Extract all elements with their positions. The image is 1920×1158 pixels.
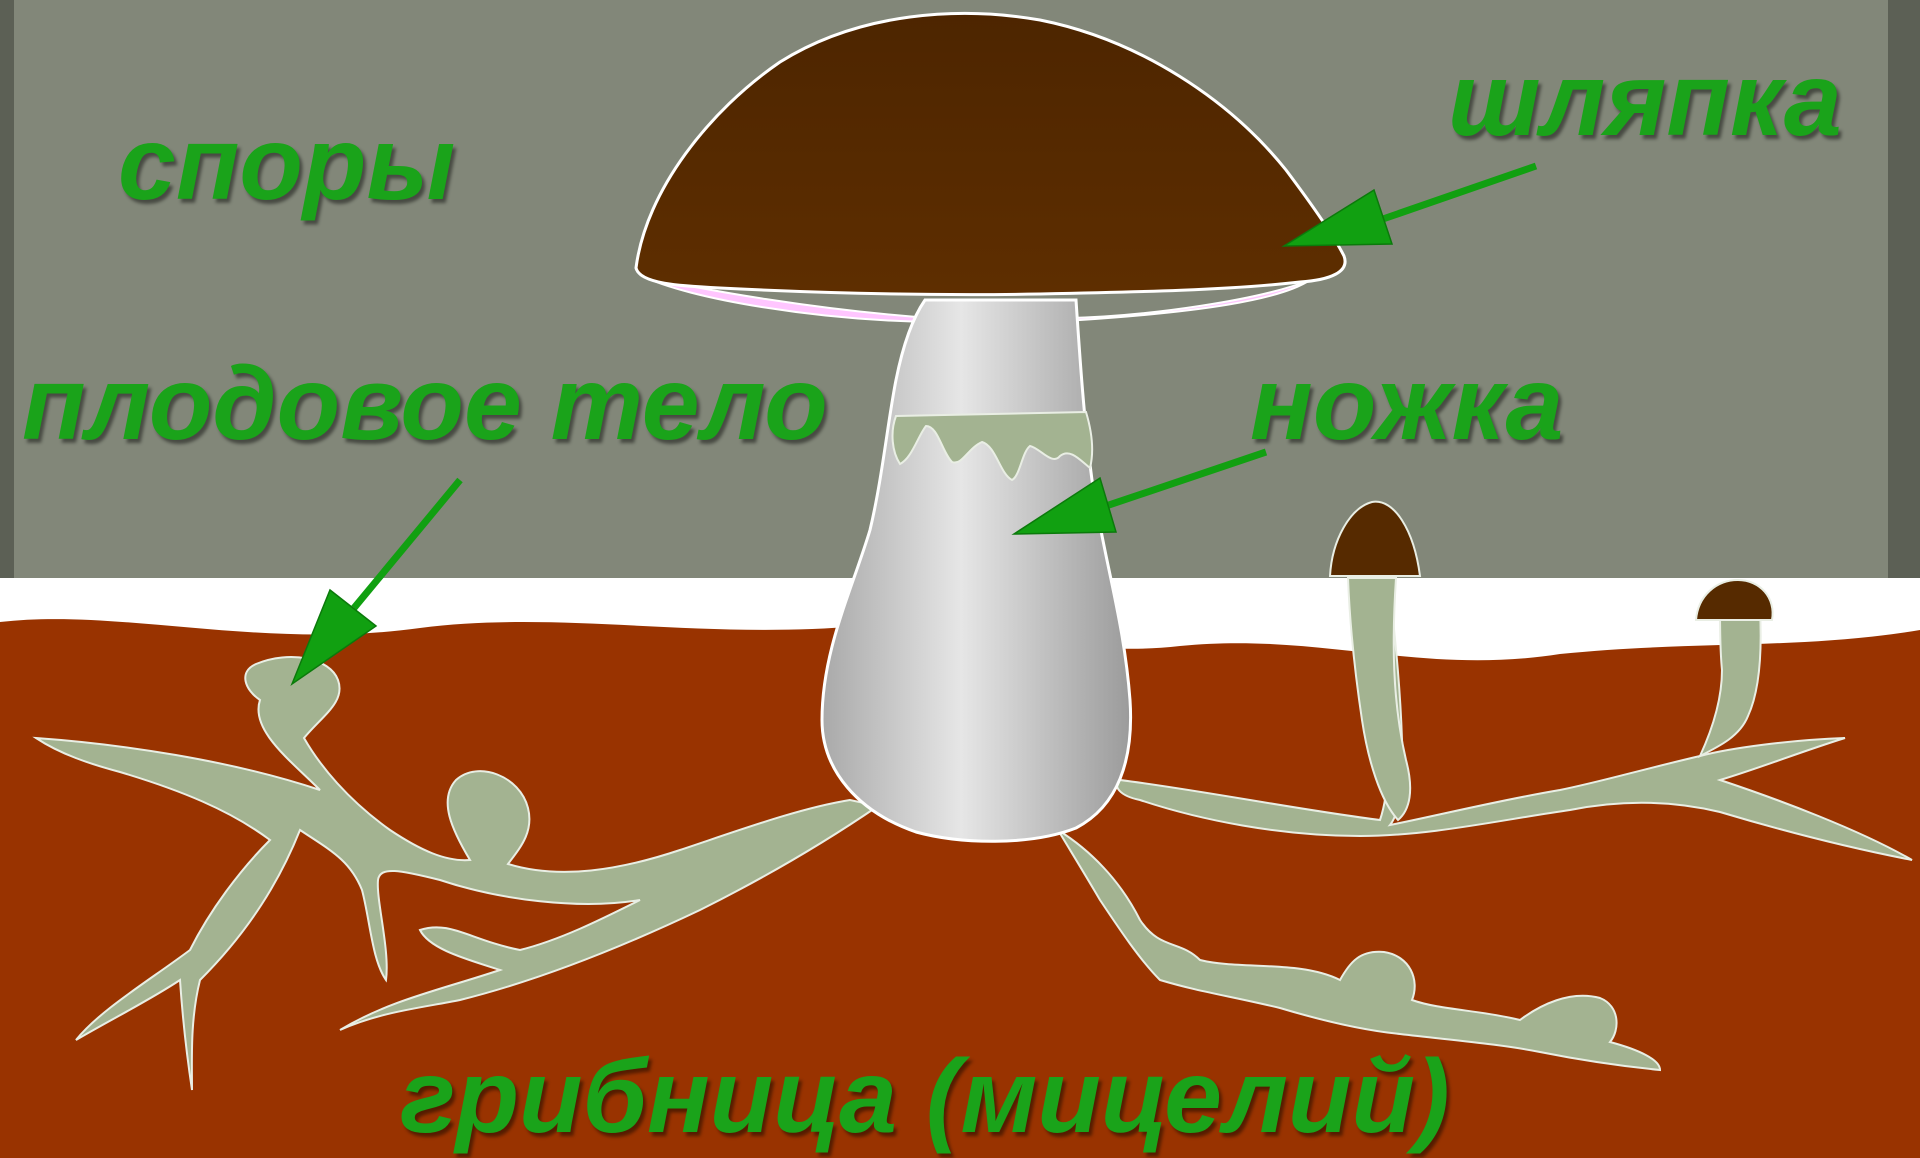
label-stem: ножка <box>1250 352 1563 456</box>
background-border-left <box>0 0 14 580</box>
label-spores: споры <box>118 112 455 216</box>
background-border-right <box>1888 0 1920 580</box>
label-fruiting-body: плодовое тело <box>22 352 828 456</box>
label-mycelium: грибница (мицелий) <box>400 1045 1450 1149</box>
label-cap: шляпка <box>1448 48 1842 152</box>
